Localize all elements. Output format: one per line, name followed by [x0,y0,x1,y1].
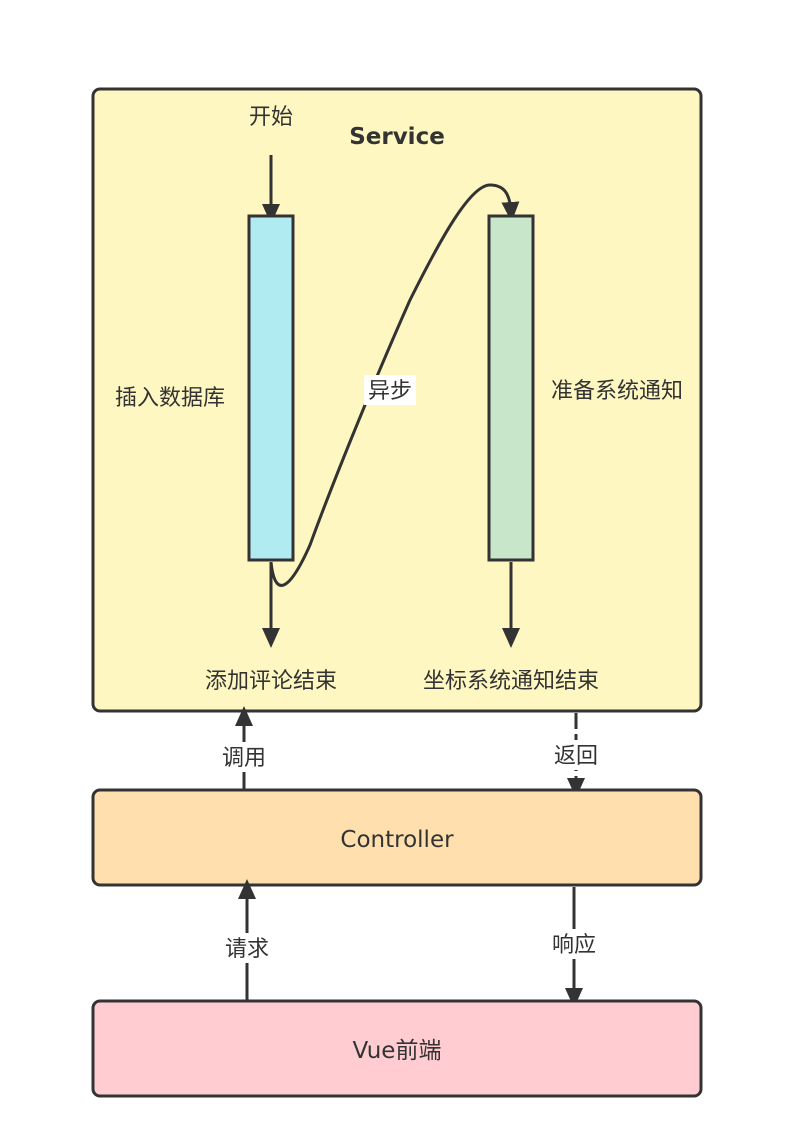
service-title: Service [349,124,445,150]
call-label: 调用 [222,746,266,771]
async-label-bg [364,375,416,405]
controller-label: Controller [340,827,454,853]
async-curve-arrow [269,183,520,587]
request-label-bg [219,933,275,963]
prepare-notify-label: 准备系统通知 [551,379,683,404]
end-comment-label: 添加评论结束 [205,669,337,694]
response-label-bg [546,929,602,959]
prepare-notify-bar [487,214,535,562]
frontend-label: Vue前端 [353,1038,442,1064]
frontend-container: Vue前端 [91,999,703,1098]
insert-db-bar [247,214,295,562]
controller-box [91,788,703,887]
frontend-box [91,999,703,1098]
response-label: 响应 [552,933,596,958]
end-notify-label: 坐标系统通知结束 [423,669,599,694]
call-label-bg [216,742,272,772]
insert-db-label: 插入数据库 [115,386,225,411]
start-label: 开始 [249,105,293,130]
service-container: Service 开始 插入数据库 添加评论结束 异步 准备系统通知 坐标系统通知… [91,87,703,713]
return-label: 返回 [554,744,598,769]
async-label: 异步 [368,379,412,404]
request-label: 请求 [225,937,269,962]
controller-container: Controller [91,788,703,887]
return-label-bg [548,740,604,770]
